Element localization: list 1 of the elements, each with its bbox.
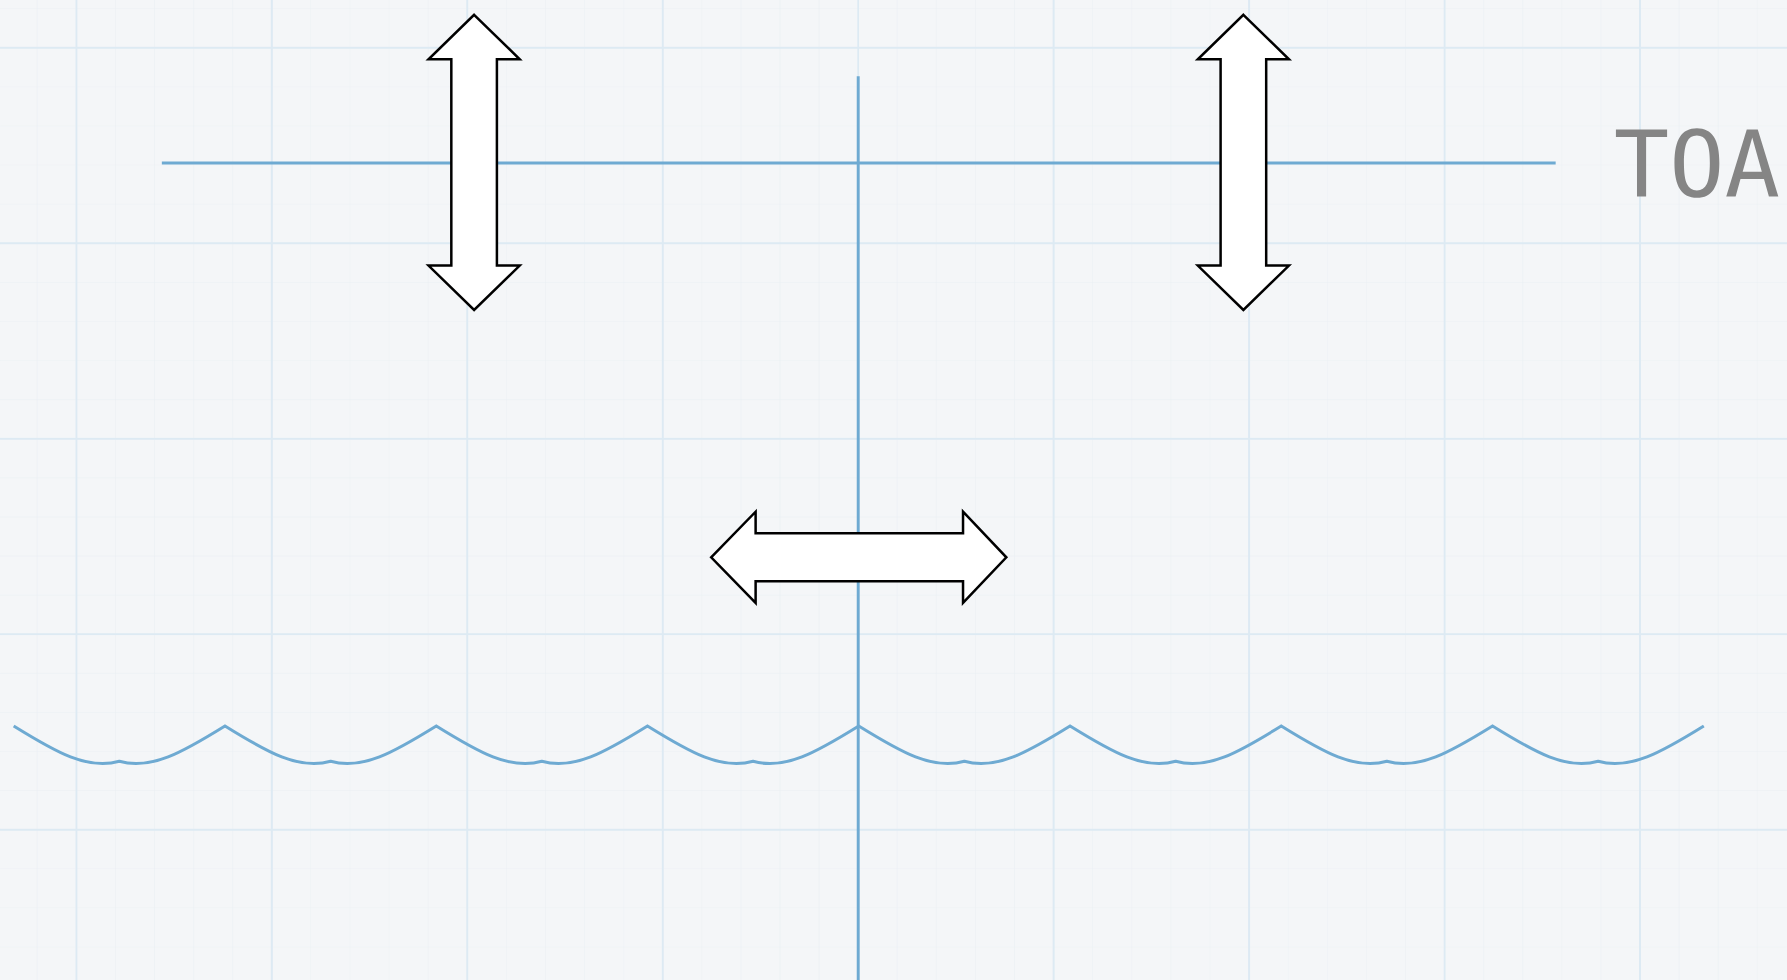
line-label: TOA	[1615, 128, 1779, 198]
